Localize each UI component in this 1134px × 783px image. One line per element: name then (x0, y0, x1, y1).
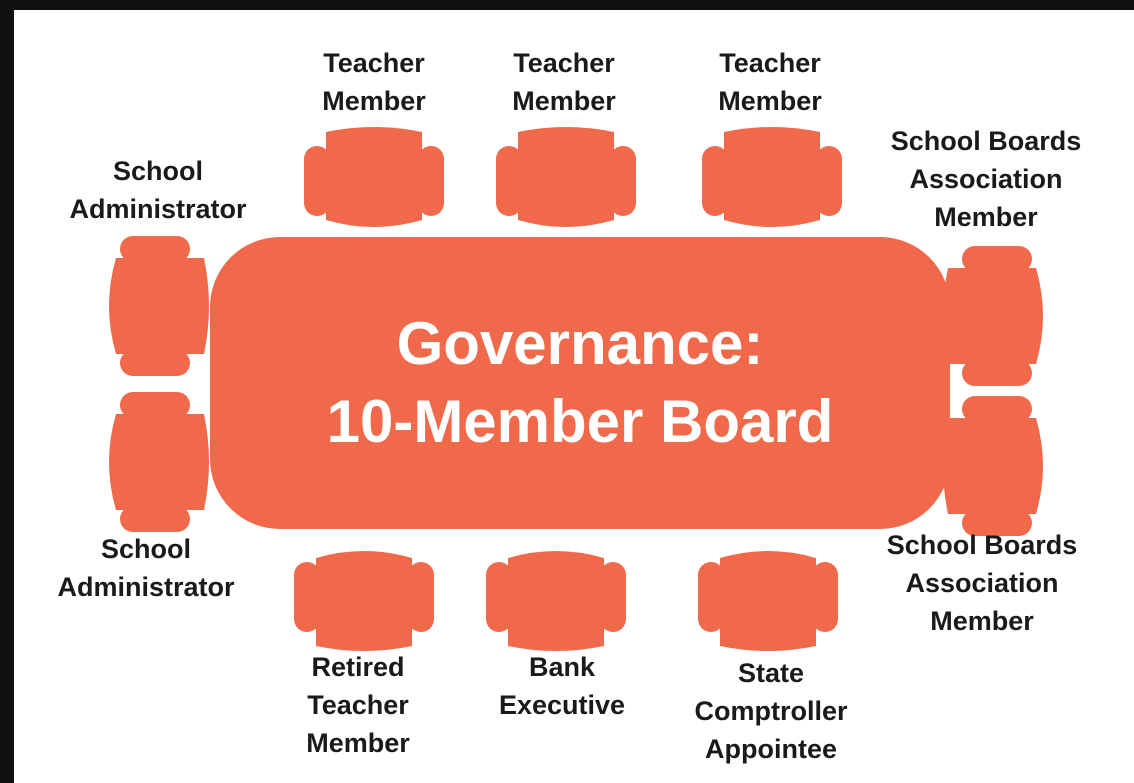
seat-label-right-lower: School Boards Association Member (862, 526, 1102, 640)
seat-label-line: Retired (311, 652, 405, 682)
seat-label-line: School (100, 534, 191, 564)
seat-label-top-left: Teacher Member (294, 44, 454, 120)
seat-label-line: School Boards (890, 126, 1082, 156)
seat-label-left-lower: School Administrator (36, 530, 256, 606)
seat-label-left-upper: School Administrator (48, 152, 268, 228)
seat-label-line: Administrator (57, 572, 235, 602)
seat-label-line: Association (909, 164, 1063, 194)
chair-bottom-center-icon (486, 536, 626, 656)
board-diagram: Governance: 10-Member Board Teacher Memb… (14, 10, 1134, 783)
chair-right-lower-icon (938, 396, 1058, 536)
chair-bottom-right-icon (698, 536, 838, 656)
seat-label-line: Member (512, 86, 616, 116)
conference-table: Governance: 10-Member Board (210, 237, 950, 529)
seat-label-line: Member (322, 86, 426, 116)
chair-left-lower-icon (94, 392, 214, 532)
seat-label-line: State (737, 658, 805, 688)
chair-top-left-icon (304, 122, 444, 242)
seat-label-bottom-right: State Comptroller Appointee (676, 654, 866, 768)
chair-bottom-left-icon (294, 536, 434, 656)
seat-label-line: School Boards (886, 530, 1078, 560)
seat-label-line: Teacher (323, 48, 425, 78)
seat-label-line: Member (718, 86, 822, 116)
seat-label-line: Association (905, 568, 1059, 598)
seat-label-line: Teacher (307, 690, 409, 720)
chair-right-upper-icon (938, 246, 1058, 386)
seat-label-bottom-center: Bank Executive (482, 648, 642, 724)
seat-label-line: Bank (528, 652, 596, 682)
seat-label-line: Member (930, 606, 1034, 636)
seat-label-line: Member (934, 202, 1038, 232)
seat-label-right-upper: School Boards Association Member (866, 122, 1106, 236)
seat-label-line: Member (306, 728, 410, 758)
table-title-line-2: 10-Member Board (326, 388, 834, 455)
chair-left-upper-icon (94, 236, 214, 376)
seat-label-line: Teacher (719, 48, 821, 78)
seat-label-line: Teacher (513, 48, 615, 78)
seat-label-line: Executive (498, 690, 626, 720)
seat-label-line: Appointee (705, 734, 837, 764)
seat-label-line: School (112, 156, 203, 186)
seat-label-line: Administrator (69, 194, 247, 224)
seat-label-top-right: Teacher Member (690, 44, 850, 120)
seat-label-bottom-left: Retired Teacher Member (278, 648, 438, 762)
chair-top-right-icon (702, 122, 842, 242)
seat-label-top-center: Teacher Member (484, 44, 644, 120)
chair-top-center-icon (496, 122, 636, 242)
seat-label-line: Comptroller (694, 696, 848, 726)
table-title-line-1: Governance: (396, 310, 764, 377)
